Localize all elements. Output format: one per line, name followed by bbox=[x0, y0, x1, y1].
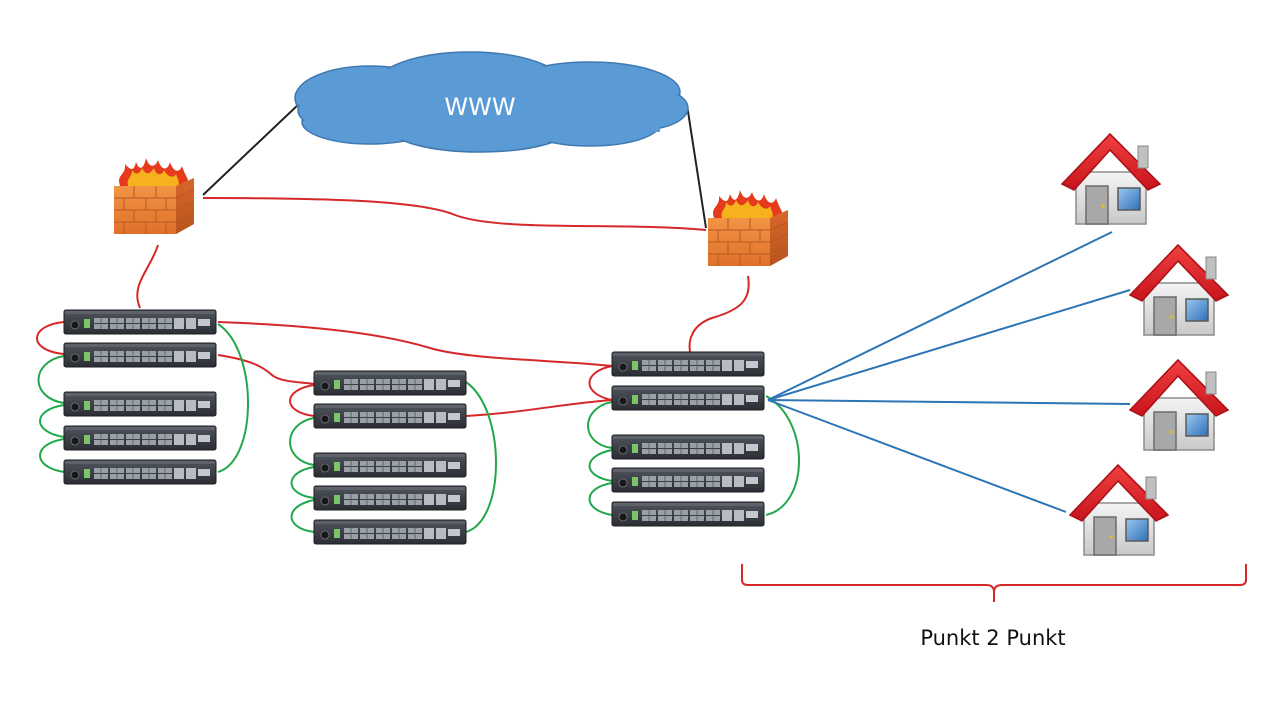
cloud-label: WWW bbox=[444, 93, 515, 121]
firewall-right[interactable] bbox=[707, 189, 789, 267]
stack-g1-ring bbox=[217, 323, 249, 473]
switch-group-2 bbox=[313, 370, 467, 545]
switch[interactable] bbox=[63, 342, 217, 368]
stack-g1-b bbox=[39, 404, 65, 438]
house-2[interactable] bbox=[1129, 244, 1229, 336]
switch[interactable] bbox=[611, 501, 765, 527]
redundancy-g2 bbox=[289, 384, 315, 417]
switch[interactable] bbox=[313, 370, 467, 396]
house-3[interactable] bbox=[1129, 359, 1229, 451]
stack-g3-a bbox=[587, 401, 613, 449]
firewall-interconnect bbox=[202, 197, 707, 231]
switch-group-3 bbox=[611, 351, 765, 527]
p2p-link-4 bbox=[767, 399, 1067, 513]
uplink-g1-g2 bbox=[217, 354, 315, 385]
wan-links bbox=[202, 102, 707, 229]
stack-g3-b bbox=[588, 449, 613, 482]
uplink-core bbox=[217, 321, 613, 367]
switch[interactable] bbox=[611, 434, 765, 460]
switch[interactable] bbox=[611, 467, 765, 493]
p2p-caption: Punkt 2 Punkt bbox=[920, 626, 1066, 650]
wan-link-right bbox=[686, 104, 707, 229]
uplink-fw-left bbox=[136, 244, 159, 309]
p2p-links bbox=[767, 231, 1131, 513]
stack-g3-ring bbox=[765, 395, 800, 516]
stack-g2-ring bbox=[465, 381, 497, 533]
stack-g1-c bbox=[39, 438, 65, 473]
switch[interactable] bbox=[63, 309, 217, 335]
redundancy-g1 bbox=[36, 321, 65, 355]
redundancy-g3 bbox=[588, 365, 613, 401]
p2p-bracket bbox=[741, 564, 1247, 602]
switch[interactable] bbox=[313, 519, 467, 545]
stack-links bbox=[37, 323, 800, 533]
p2p-link-2 bbox=[767, 289, 1131, 401]
stack-g2-b bbox=[290, 466, 315, 499]
stack-g3-c bbox=[588, 482, 613, 516]
switch[interactable] bbox=[313, 452, 467, 478]
uplink-fw-right bbox=[688, 275, 750, 353]
p2p-link-3 bbox=[767, 399, 1131, 405]
house-1[interactable] bbox=[1061, 133, 1161, 225]
wan-link-left bbox=[202, 102, 301, 196]
switch[interactable] bbox=[611, 351, 765, 377]
switch[interactable] bbox=[611, 385, 765, 411]
switch[interactable] bbox=[63, 425, 217, 451]
p2p-link-1 bbox=[767, 231, 1113, 401]
switch[interactable] bbox=[63, 459, 217, 485]
stack-g2-c bbox=[290, 499, 315, 533]
uplink-g2-g3 bbox=[465, 399, 613, 417]
house-4[interactable] bbox=[1069, 464, 1169, 556]
stack-g1-a bbox=[37, 355, 65, 404]
switch-group-1 bbox=[63, 309, 217, 485]
switch[interactable] bbox=[313, 403, 467, 429]
switch[interactable] bbox=[313, 485, 467, 511]
internet-cloud: WWW bbox=[294, 51, 689, 153]
stack-g2-a bbox=[289, 417, 315, 466]
cloud-fill bbox=[297, 54, 686, 150]
firewall-left[interactable] bbox=[113, 157, 195, 235]
switch[interactable] bbox=[63, 391, 217, 417]
